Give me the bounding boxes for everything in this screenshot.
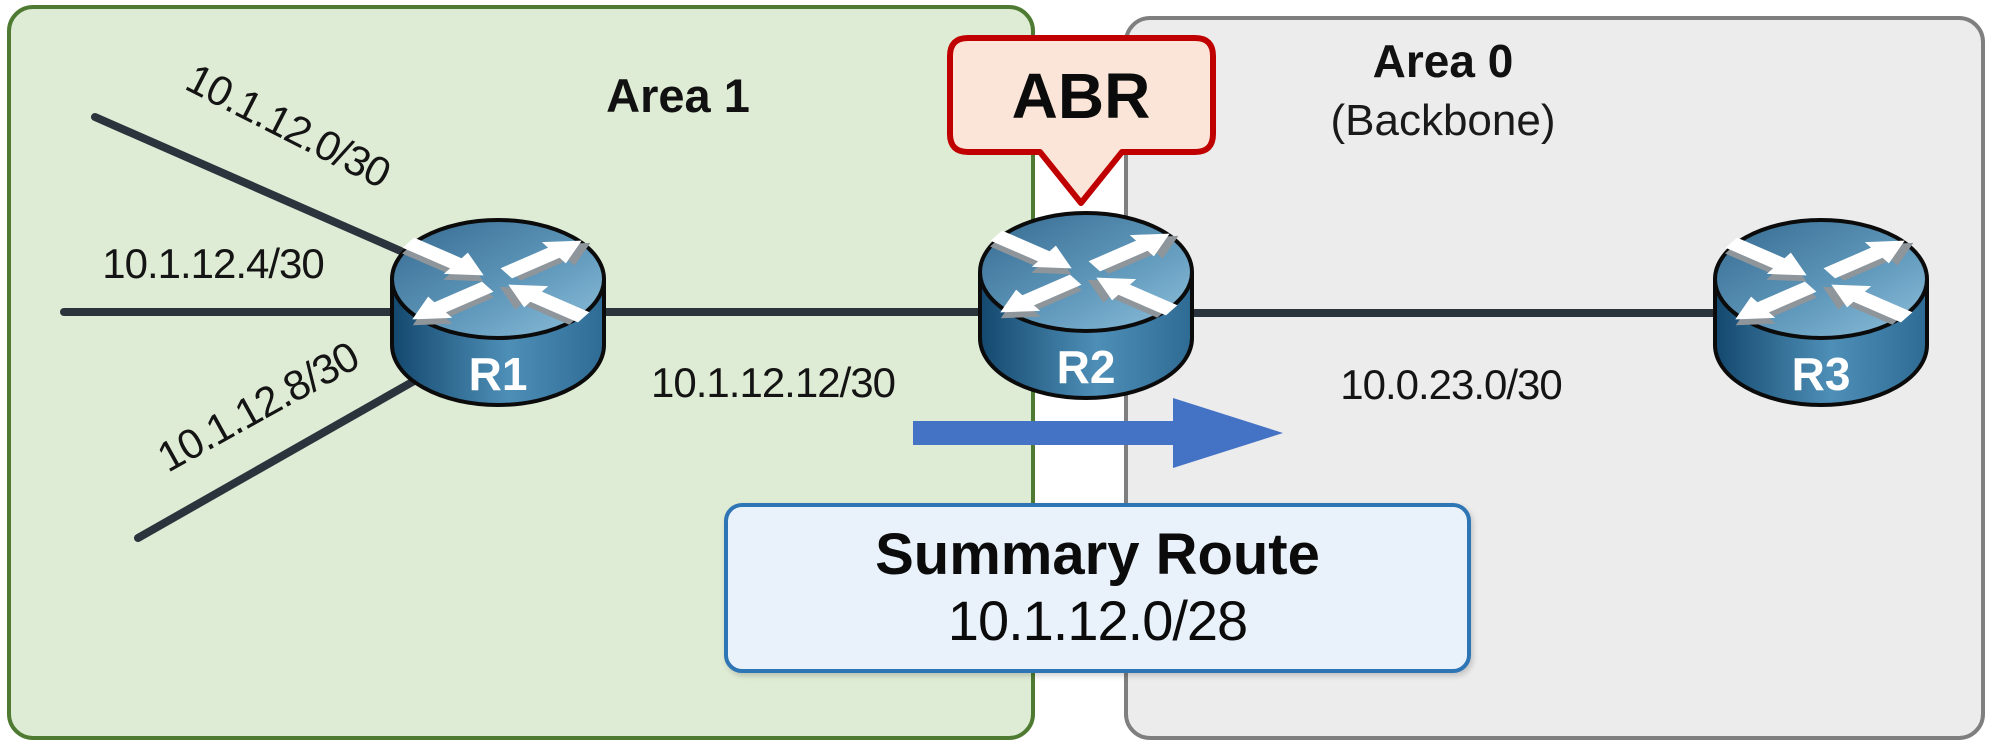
area1-title: Area 1	[606, 69, 750, 122]
abr-callout-bubble	[947, 35, 1216, 206]
router-r1-label: R1	[469, 348, 528, 400]
link-label-10-1-12-12: 10.1.12.12/30	[651, 359, 896, 406]
summary-route-title: Summary Route	[875, 522, 1320, 588]
router-r2-label: R2	[1057, 341, 1116, 393]
area0-subtitle: (Backbone)	[1330, 96, 1556, 145]
area0-header: Area 0 (Backbone)	[1330, 34, 1555, 146]
link-r1-downleft	[134, 348, 469, 542]
summary-route-value: 10.1.12.0/28	[947, 589, 1248, 653]
abr-callout-label: ABR	[1012, 60, 1151, 132]
area0-title: Area 0	[1372, 35, 1514, 87]
router-r3-label: R3	[1792, 348, 1851, 400]
advertise-arrow-icon	[913, 398, 1283, 468]
link-label-10-1-12-4: 10.1.12.4/30	[102, 240, 325, 287]
link-label-10-0-23-0: 10.0.23.0/30	[1340, 361, 1563, 408]
summary-route-box: Summary Route 10.1.12.0/28	[724, 503, 1471, 673]
link-r1-upleft	[91, 113, 464, 281]
